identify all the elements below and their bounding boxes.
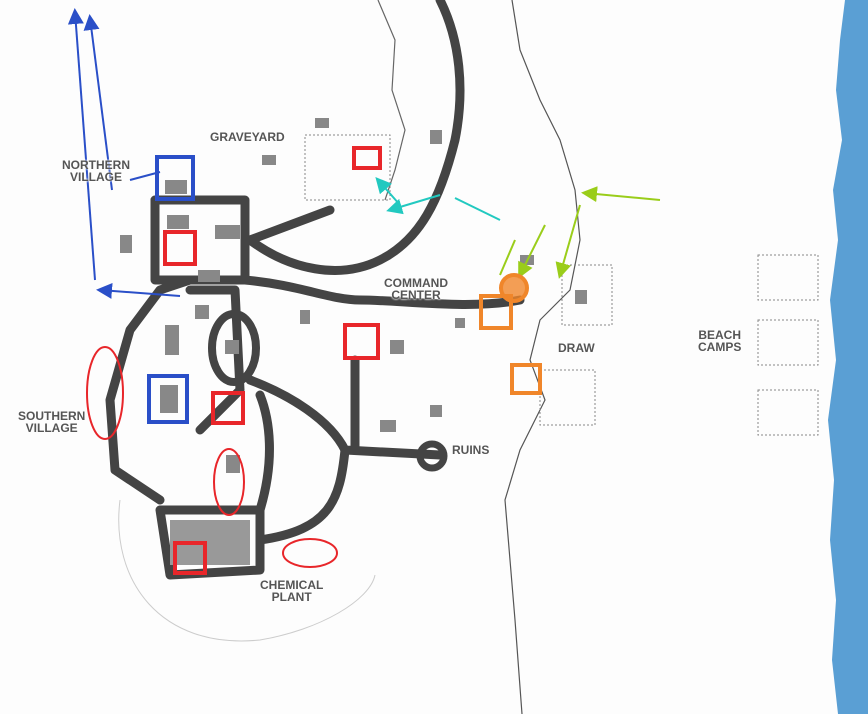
green-arrow [518,224,546,279]
ocean [828,0,868,714]
blue-arrow [96,282,181,299]
teal-arrow [454,197,501,221]
teal-arrow [386,194,441,215]
track-oval [208,310,260,386]
blue-arrow [83,14,113,191]
red-markers [86,146,382,575]
label-draw: DRAW [558,341,595,355]
blue-arrow [67,8,96,281]
terrain-outline [118,499,376,642]
green-arrow [555,204,581,279]
label-ruins: RUINS [452,443,490,457]
ruins-loop [416,440,448,472]
orange-markers [479,273,542,395]
label-command-center: COMMAND CENTER [384,276,448,302]
green-arrow [581,186,661,203]
label-chemical-plant: CHEMICAL PLANT [260,578,324,604]
label-beach-camps: BEACH CAMPS [698,328,742,354]
coastline [377,0,406,201]
buildings [120,118,587,565]
cliff-line [504,0,581,714]
teal-arrow [375,176,401,206]
label-northern-village: NORTHERN VILLAGE [62,158,130,184]
green-arrow [499,239,516,276]
roads [105,0,525,580]
label-southern-village: SOUTHERN VILLAGE [18,409,86,435]
beach-camp-outlines [304,134,819,436]
label-graveyard: GRAVEYARD [210,130,285,144]
arrows [67,8,661,299]
blue-markers [147,155,195,424]
